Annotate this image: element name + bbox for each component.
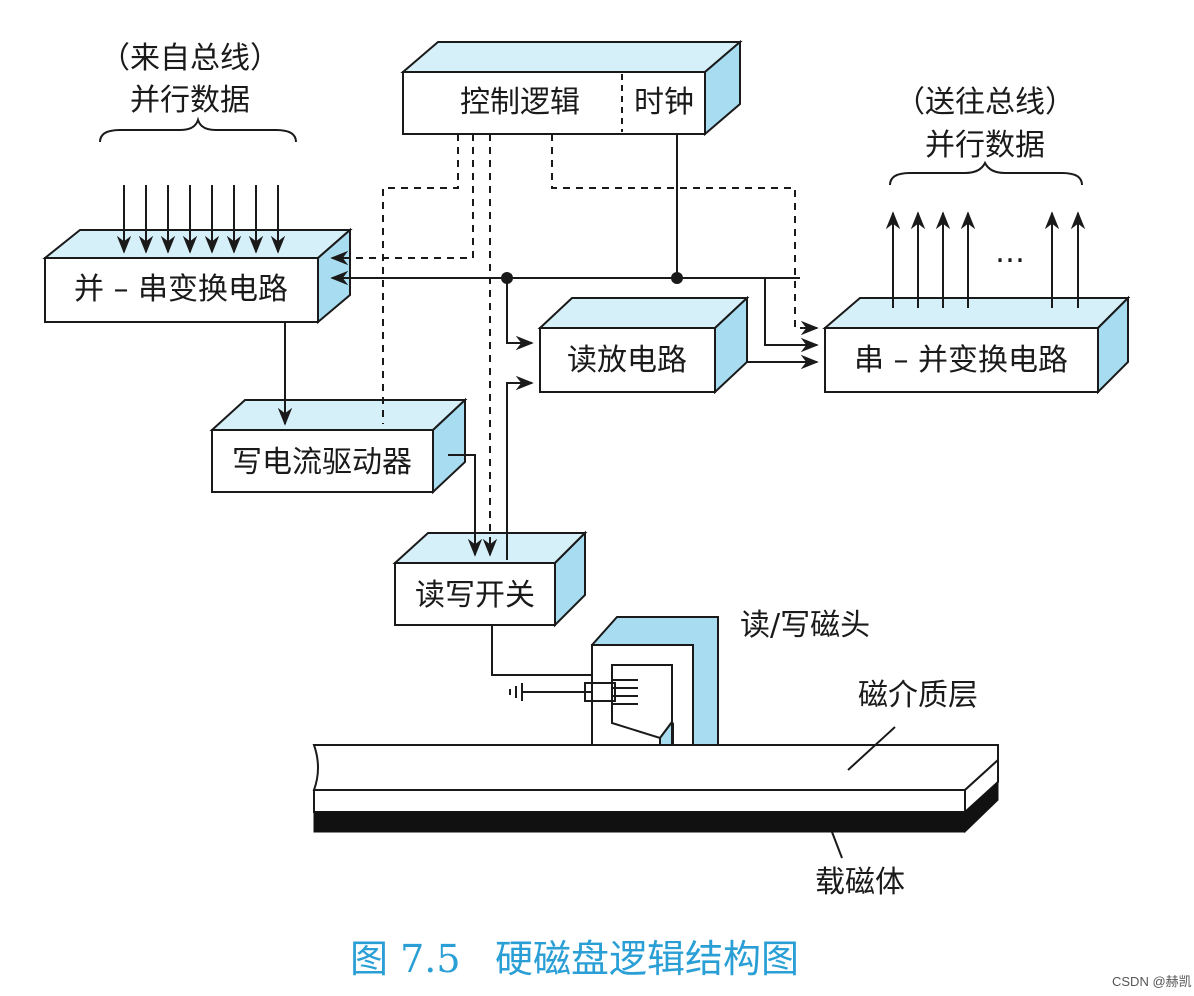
serial-to-parallel-box: 串 – 并变换电路 [822,295,1131,395]
substrate-leader-line [831,831,843,859]
parallel-to-serial-label: 并 – 串变换电路 [74,272,288,307]
dest-bus-brace [889,160,1083,186]
rw-switch-box: 读写开关 [392,530,588,628]
figure-title: 硬磁盘逻辑结构图 [495,937,799,981]
watermark: CSDN @赫凯 [1112,974,1192,989]
disk-platter [312,744,999,834]
outgoing-parallel-arrows [885,211,1086,308]
source-bus-label-1: （来自总线） [100,41,280,76]
junction-dot-right [671,272,683,284]
source-bus-brace [99,116,297,143]
substrate-label: 载磁体 [815,865,905,900]
outgoing-ellipsis: … [995,235,1025,270]
read-amplifier-label: 读放电路 [567,343,687,378]
control-dashed-lines [330,134,819,557]
read-amplifier-box: 读放电路 [537,295,750,395]
junction-dot-left [501,272,513,284]
rw-head-label: 读/写磁头 [740,608,870,643]
medium-leader-line [847,726,896,771]
write-driver-label: 写电流驱动器 [232,445,412,480]
incoming-parallel-arrows [116,185,286,254]
write-driver-box: 写电流驱动器 [209,397,468,495]
parallel-to-serial-box: 并 – 串变换电路 [42,227,353,325]
control-logic-box: 控制逻辑 时钟 [400,39,743,137]
magnetic-medium-label: 磁介质层 [858,678,978,713]
dest-bus-label-1: （送往总线） [895,85,1075,120]
serial-to-parallel-label: 串 – 并变换电路 [854,343,1068,378]
source-bus-label-2: 并行数据 [130,83,250,118]
control-logic-label: 控制逻辑 [460,85,580,120]
clock-label: 时钟 [634,85,694,120]
rw-switch-label: 读写开关 [415,578,535,613]
dest-bus-label-2: 并行数据 [925,128,1045,163]
figure-number: 图 7.5 [350,937,461,981]
